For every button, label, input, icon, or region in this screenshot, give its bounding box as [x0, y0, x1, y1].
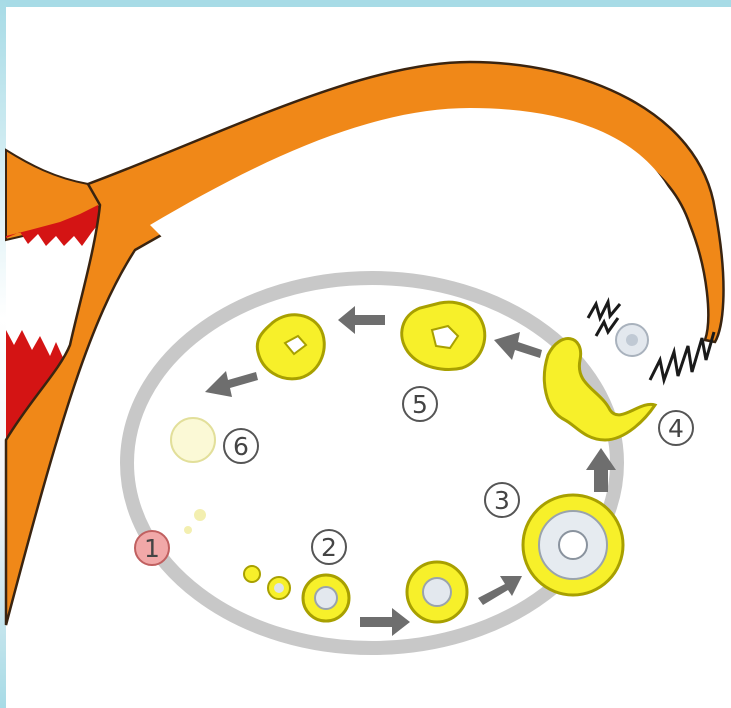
stage-number-2: 2 [321, 533, 337, 562]
stage-label-1: 1 [135, 531, 169, 565]
arrow-to-mature [478, 576, 522, 605]
stage-number-3: 3 [494, 486, 510, 515]
antral-follicle-oocyte [423, 578, 451, 606]
arrow-to-corpus-luteum [494, 332, 542, 360]
stage-label-5: 5 [403, 387, 437, 421]
stage-label-4: 4 [659, 411, 693, 445]
secondary-follicle-oocyte [315, 587, 337, 609]
stage-number-6: 6 [233, 432, 249, 461]
stage-label-3: 3 [485, 483, 519, 517]
arrow-to-antral [360, 608, 410, 636]
stage-number-4: 4 [668, 414, 684, 443]
fimbriae-left [588, 302, 620, 336]
ovum-nucleus [626, 334, 638, 346]
mature-follicle-oocyte [559, 531, 587, 559]
arrow-to-albicans [205, 371, 258, 397]
stage-number-1: 1 [144, 534, 160, 563]
corpus-albicans [171, 418, 215, 462]
primordial-follicle [244, 566, 260, 582]
stage-label-2: 2 [312, 530, 346, 564]
albicans-fragment [194, 509, 206, 521]
stage-number-5: 5 [412, 390, 428, 419]
albicans-fragment [184, 526, 192, 534]
primary-follicle-oocyte [274, 583, 284, 593]
ovary-outline [127, 278, 617, 648]
stage-label-6: 6 [224, 429, 258, 463]
arrow-to-regressing [338, 306, 385, 334]
